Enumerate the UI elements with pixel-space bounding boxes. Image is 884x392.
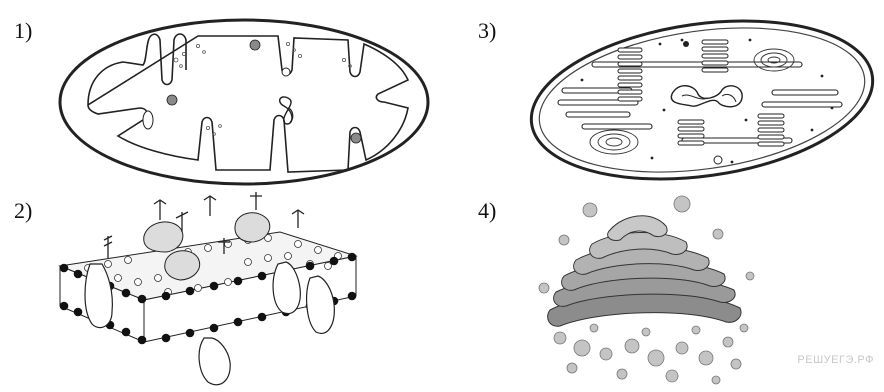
watermark: РЕШУЕГЭ.РФ (797, 354, 874, 366)
cell-membrane-figure (48, 192, 360, 392)
granule (351, 133, 361, 143)
peripheral-protein (144, 222, 183, 252)
mitochondrion-figure (48, 10, 440, 192)
golgi-cisternae (548, 216, 741, 326)
panel-label-2: 2) (14, 198, 32, 224)
chloroplast-figure (522, 10, 884, 190)
panel-label-3: 3) (478, 18, 496, 44)
granule (167, 95, 177, 105)
golgi-apparatus-figure (530, 192, 760, 392)
transmembrane-protein (199, 338, 230, 385)
plastoglobule (683, 41, 689, 47)
outer-membrane (60, 20, 428, 184)
panel-label-1: 1) (14, 18, 32, 44)
vesicle (143, 111, 153, 129)
peripheral-protein (235, 213, 270, 242)
vesicle (282, 68, 290, 76)
plastoglobule (714, 156, 722, 164)
granule (250, 40, 260, 50)
panel-label-4: 4) (478, 198, 496, 224)
